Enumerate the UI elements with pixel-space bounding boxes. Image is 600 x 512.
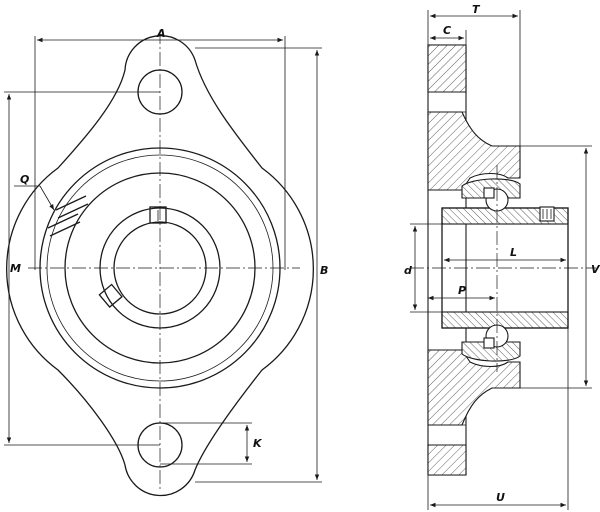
dim-a-label: A <box>156 27 166 40</box>
dim-b-label: B <box>320 264 328 277</box>
set-screw-top <box>149 206 167 224</box>
dim-m-label: M <box>10 262 21 275</box>
dim-u-label: U <box>496 491 505 504</box>
dim-c-label: C <box>443 24 451 37</box>
dim-k-label: K <box>253 437 263 450</box>
dim-q-label: Q <box>20 173 29 186</box>
side-section-view: T C L d P V U <box>404 3 600 510</box>
outer-ring-lower <box>461 341 521 362</box>
dim-t-label: T <box>472 3 481 16</box>
dim-d-label: d <box>404 264 412 277</box>
dim-l-label: L <box>510 246 517 259</box>
dim-v-label: V <box>591 263 600 276</box>
set-screw-lower <box>98 283 123 308</box>
housing-upper-section <box>427 111 521 191</box>
front-view: A B M Q K <box>4 27 328 497</box>
dim-p-label: P <box>458 284 466 297</box>
flange-bottom-section <box>427 444 467 476</box>
housing-lower-section <box>427 349 521 426</box>
lubrication-slots <box>47 195 89 237</box>
flange-top-section <box>427 44 467 93</box>
inner-sleeve-lower <box>441 311 569 329</box>
